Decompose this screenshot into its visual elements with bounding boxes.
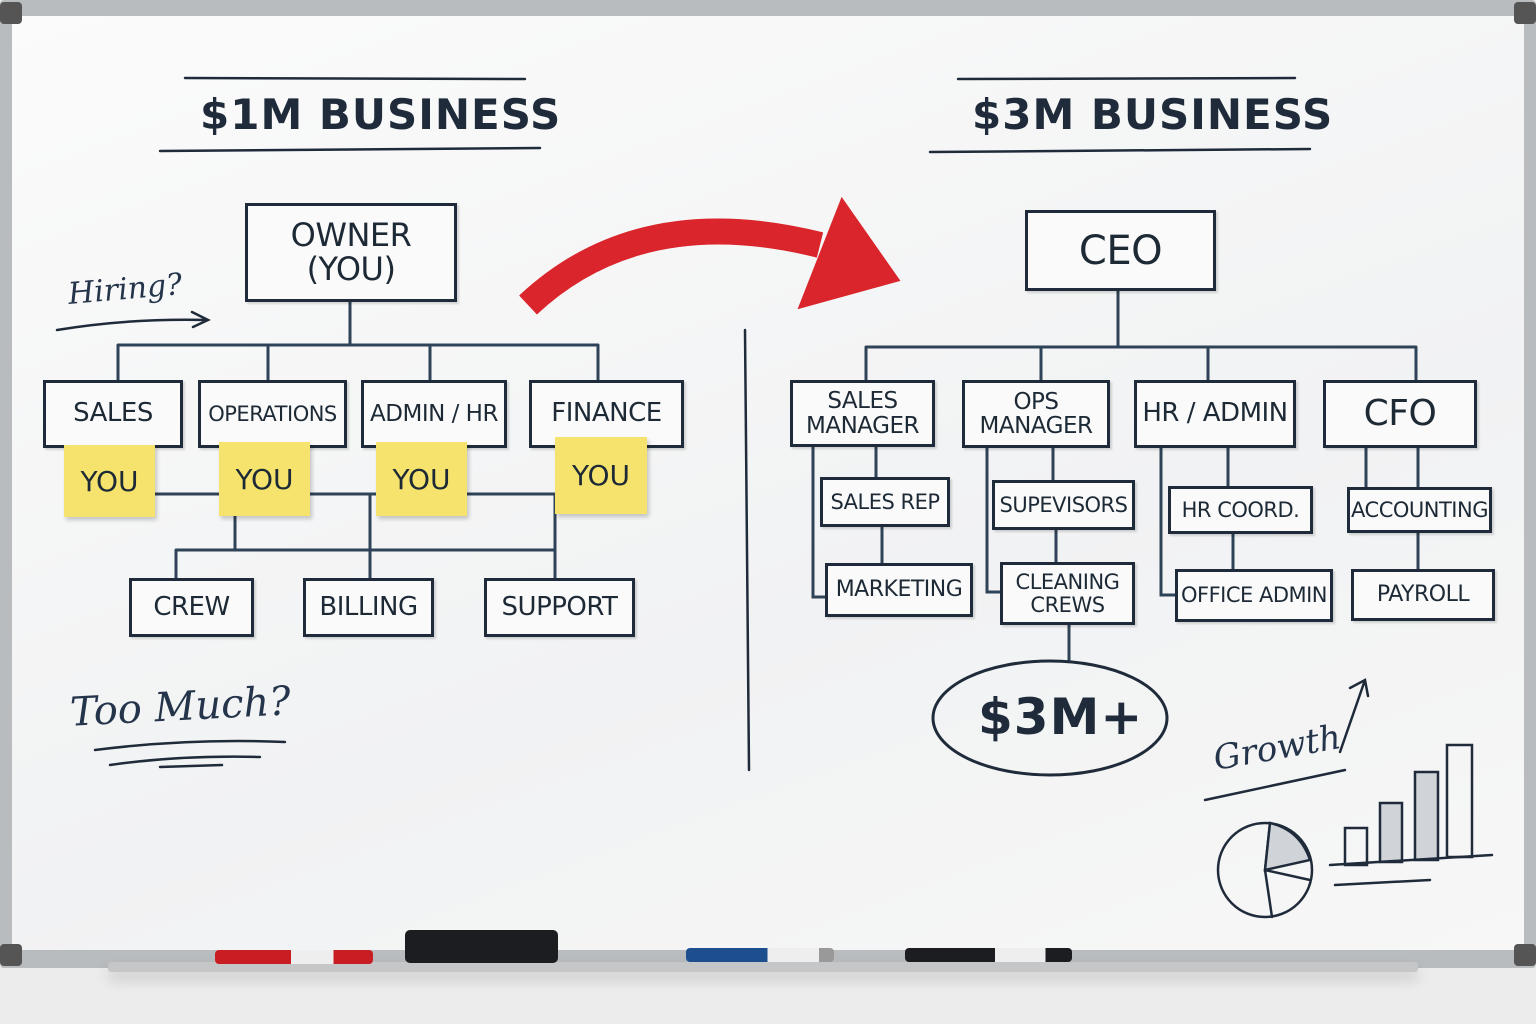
hiring-arrow [55, 310, 211, 332]
supervisors-box: SUPEVISORS [992, 480, 1135, 530]
right-title: $3M BUSINESS [972, 90, 1334, 139]
transition-arrow-icon [519, 196, 901, 315]
sales-manager-box: SALES MANAGER [790, 380, 935, 447]
marker-tray [108, 962, 1418, 972]
support-box: SUPPORT [484, 578, 635, 637]
target-ellipse [931, 659, 1169, 777]
red-marker[interactable] [215, 950, 373, 964]
sales-rep-box: SALES REP [820, 477, 950, 527]
ops-manager-box: OPS MANAGER [962, 380, 1110, 448]
left-title: $1M BUSINESS [200, 90, 562, 139]
left-org-lines [116, 300, 600, 580]
whiteboard-frame [0, 0, 1536, 968]
sticky-note-you: YOU [219, 442, 310, 516]
divider-line [743, 328, 751, 772]
pie-chart-icon [1216, 821, 1314, 919]
right-org-lines [811, 289, 1420, 662]
hr-admin-box: HR / ADMIN [1134, 380, 1296, 448]
sticky-note-you: YOU [64, 445, 155, 517]
sticky-note-you: YOU [555, 437, 647, 514]
dept-sales: SALES [43, 380, 183, 448]
frame-corner [0, 2, 22, 24]
dept-admin-hr: ADMIN / HR [361, 380, 507, 448]
cleaning-crews-box: CLEANING CREWS [1000, 562, 1135, 625]
cfo-box: CFO [1323, 380, 1477, 448]
payroll-box: PAYROLL [1351, 569, 1495, 621]
dept-operations: OPERATIONS [198, 380, 347, 448]
too-much-underline [93, 739, 287, 769]
sticky-note-you: YOU [376, 442, 467, 516]
marketing-box: MARKETING [825, 563, 973, 617]
hr-coord-box: HR COORD. [1168, 486, 1313, 534]
black-marker[interactable] [905, 948, 1072, 962]
title-underlines [158, 76, 1312, 154]
frame-corner [0, 944, 22, 966]
bar-chart-icon [1328, 743, 1494, 887]
ceo-box: CEO [1025, 210, 1216, 291]
eraser[interactable] [405, 930, 558, 963]
dept-finance: FINANCE [529, 380, 684, 448]
target-revenue: $3M+ [978, 688, 1144, 746]
blue-marker[interactable] [686, 948, 834, 962]
frame-corner [1514, 2, 1536, 24]
growth-doodle [1203, 678, 1370, 802]
billing-box: BILLING [303, 578, 434, 637]
frame-corner [1514, 944, 1536, 966]
crew-box: CREW [129, 578, 254, 637]
accounting-box: ACCOUNTING [1347, 487, 1492, 533]
owner-box: OWNER (YOU) [245, 203, 457, 302]
office-admin-box: OFFICE ADMIN [1175, 569, 1333, 622]
